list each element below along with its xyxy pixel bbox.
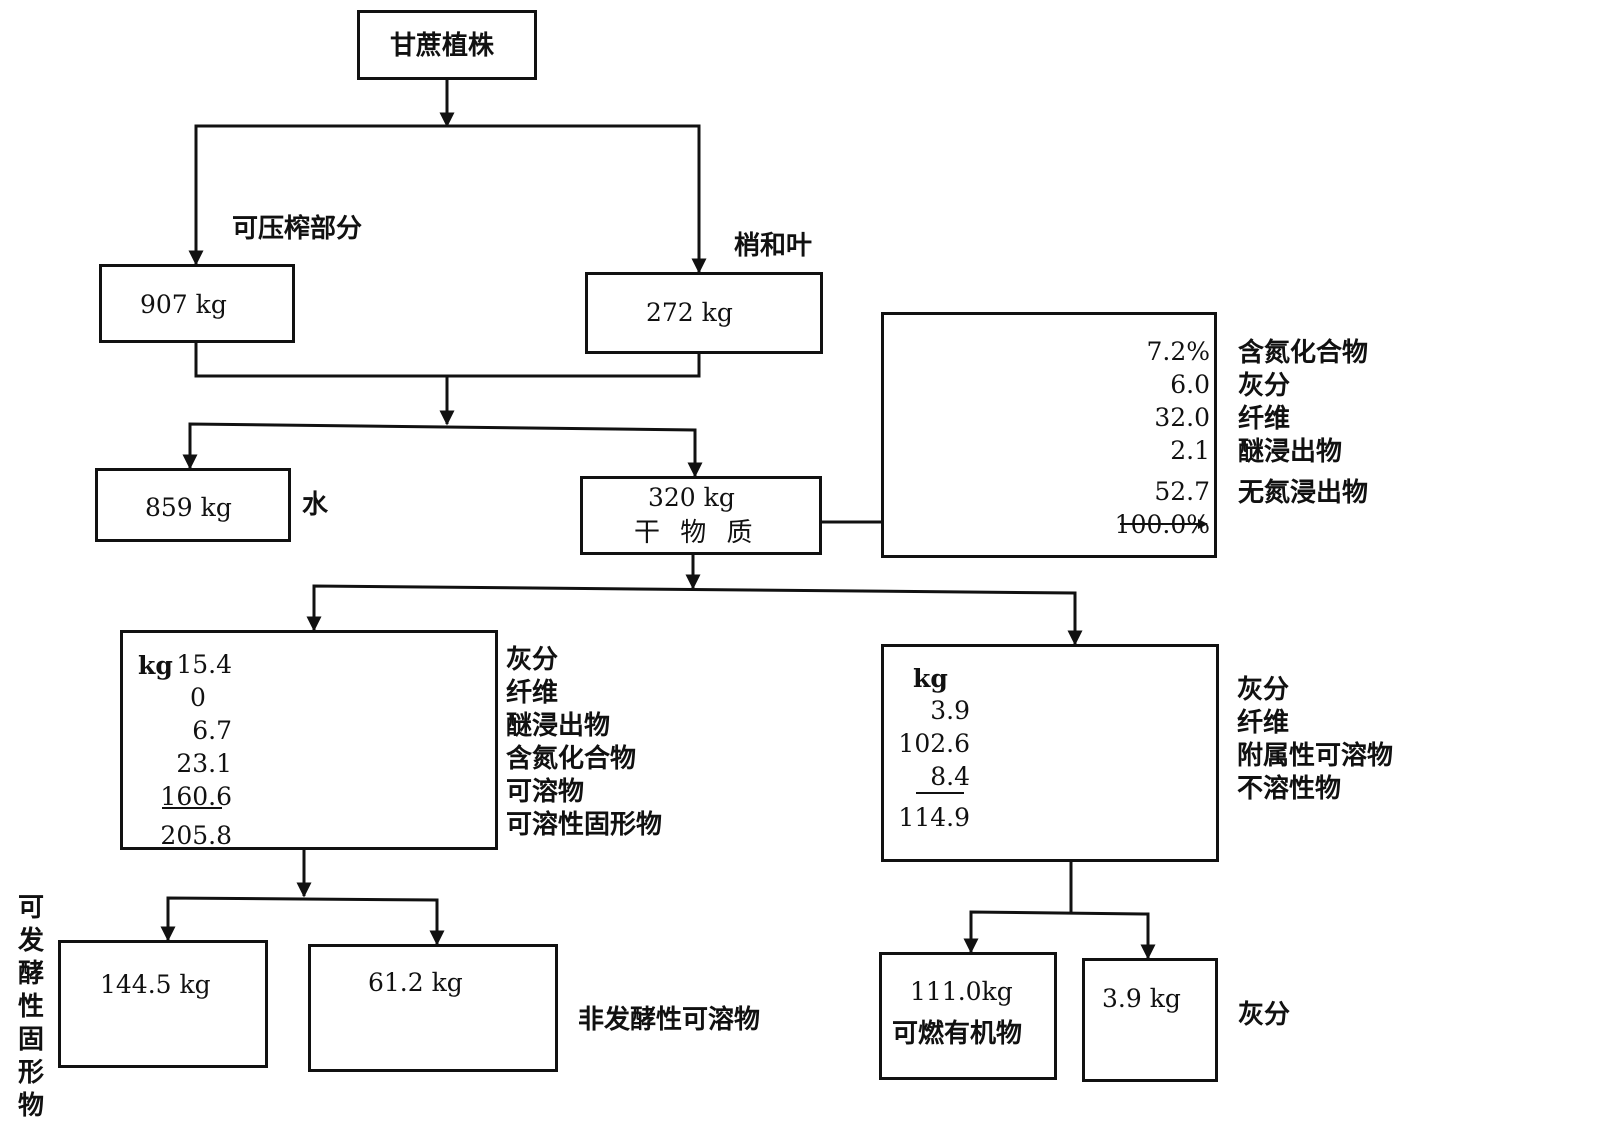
insoluble-label: 附属性可溶物 (1237, 741, 1394, 771)
ash-label: 灰分 (1238, 1000, 1291, 1030)
insoluble-value: 102.6 (898, 729, 970, 758)
insoluble-labels: 灰分 纤维 附属性可溶物 不溶性物 (1237, 674, 1393, 806)
composition-label: 醚浸出物 (1238, 437, 1343, 467)
soluble-total: 205.8 (160, 821, 232, 850)
insoluble-value: 3.9 (930, 696, 970, 725)
fermentable-char: 形 (17, 1058, 44, 1088)
soluble-label: 纤维 (506, 678, 559, 708)
composition-values: 7.2% 6.0 32.0 2.1 52.7 100.0% (1110, 335, 1210, 541)
fermentable-char: 可 (17, 893, 44, 923)
fermentable-char: 性 (17, 992, 44, 1022)
soluble-label: 可溶物 (506, 777, 585, 807)
tops-amount: 272 kg (646, 298, 733, 327)
composition-total: 100.0% (1114, 510, 1210, 539)
water-label: 水 (302, 490, 329, 520)
soluble-sum-rule (162, 807, 222, 809)
tops-node (585, 272, 823, 354)
edge-water-dry-split (188, 422, 697, 474)
insoluble-box (881, 644, 1219, 862)
insoluble-value: 8.4 (930, 762, 970, 791)
insoluble-label: 纤维 (1237, 708, 1290, 738)
composition-value: 32.0 (1154, 403, 1210, 432)
soluble-label: 灰分 (506, 645, 559, 675)
water-amount: 859 kg (145, 493, 232, 522)
soluble-solids-values: 15.4 0 6.7 23.1 160.6 205.8 (160, 648, 232, 852)
edge-insoluble-split (969, 910, 1150, 956)
composition-value: 6.0 (1170, 370, 1210, 399)
composition-labels: 含氮化合物 灰分 纤维 醚浸出物 无氮浸出物 (1238, 337, 1368, 510)
soluble-label: 醚浸出物 (506, 711, 611, 741)
insoluble-label: 不溶性物 (1237, 774, 1342, 804)
combustible-node (879, 952, 1057, 1080)
fermentable-char: 固 (17, 1025, 44, 1055)
dry-matter-label: 干 物 质 (634, 518, 759, 548)
soluble-solids-unit: kg (138, 651, 173, 680)
root-node (357, 10, 537, 80)
ash-node (1082, 958, 1218, 1082)
composition-label: 无氮浸出物 (1238, 478, 1369, 508)
fermentable-amount: 144.5 kg (100, 970, 211, 999)
edge-root-split (194, 124, 701, 270)
combustible-label: 可燃有机物 (892, 1019, 1023, 1049)
soluble-label: 可溶性固形物 (506, 810, 663, 840)
tops-label: 梢和叶 (734, 231, 813, 261)
pressable-amount: 907 kg (140, 290, 227, 319)
soluble-solids-labels: 灰分 纤维 醚浸出物 含氮化合物 可溶物 可溶性固形物 (506, 644, 662, 842)
fermentable-char: 物 (17, 1091, 44, 1121)
non-fermentable-label: 非发酵性可溶物 (578, 1005, 761, 1035)
dry-matter-node (580, 476, 822, 555)
water-node (95, 468, 291, 542)
insoluble-sum-rule (916, 792, 964, 794)
insoluble-total: 114.9 (898, 803, 970, 832)
non-fermentable-amount: 61.2 kg (368, 968, 463, 997)
soluble-value: 0 (190, 683, 206, 712)
insoluble-unit: kg (913, 664, 948, 693)
soluble-value: 23.1 (176, 749, 232, 778)
fermentable-char: 酵 (17, 959, 44, 989)
non-fermentable-node (308, 944, 558, 1072)
soluble-value: 15.4 (176, 650, 232, 679)
soluble-value: 160.6 (160, 782, 232, 811)
pressable-label: 可压榨部分 (232, 214, 363, 244)
insoluble-values: 3.9 102.6 8.4 114.9 (890, 694, 970, 834)
composition-label: 纤维 (1238, 404, 1291, 434)
edge-soluble-split (166, 896, 439, 942)
fermentable-node (58, 940, 268, 1068)
composition-value: 52.7 (1154, 477, 1210, 506)
dry-matter-amount: 320 kg (648, 483, 735, 512)
ash-amount: 3.9 kg (1102, 984, 1181, 1013)
soluble-value: 6.7 (192, 716, 232, 745)
root-label: 甘蔗植株 (390, 31, 495, 61)
fermentable-char: 发 (17, 926, 44, 956)
composition-label: 含氮化合物 (1238, 338, 1369, 368)
soluble-solids-box (120, 630, 498, 850)
fermentable-label: 可 发 酵 性 固 形 物 (16, 892, 46, 1123)
insoluble-label: 灰分 (1237, 675, 1290, 705)
pressable-node (99, 264, 295, 343)
composition-value: 7.2% (1146, 337, 1210, 366)
soluble-label: 含氮化合物 (506, 744, 637, 774)
composition-label: 灰分 (1238, 371, 1291, 401)
composition-box (881, 312, 1217, 558)
combustible-amount: 111.0kg (910, 977, 1013, 1006)
composition-value: 2.1 (1170, 436, 1210, 465)
